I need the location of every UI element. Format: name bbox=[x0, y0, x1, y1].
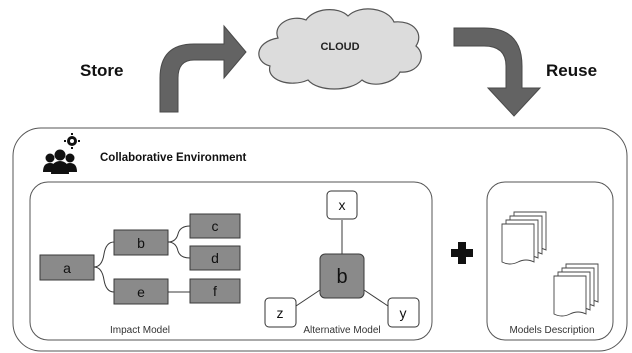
documents-icon bbox=[501, 211, 547, 265]
svg-text:x: x bbox=[339, 197, 346, 213]
alternative-model-edges bbox=[295, 220, 389, 307]
svg-text:d: d bbox=[211, 250, 219, 266]
svg-text:e: e bbox=[137, 284, 145, 300]
alternative-node-b-center: b bbox=[319, 253, 365, 299]
store-label: Store bbox=[80, 61, 123, 80]
impact-model-edges bbox=[93, 225, 191, 293]
store-arrow-icon bbox=[159, 24, 247, 113]
alternative-node-z: z bbox=[264, 297, 297, 328]
svg-text:f: f bbox=[213, 283, 217, 299]
svg-text:c: c bbox=[212, 218, 219, 234]
svg-text:z: z bbox=[277, 305, 284, 321]
impact-node-d: d bbox=[189, 245, 241, 271]
svg-text:y: y bbox=[400, 305, 407, 321]
impact-node-a: a bbox=[39, 254, 95, 281]
alternative-model-caption: Alternative Model bbox=[303, 325, 380, 336]
impact-model-caption: Impact Model bbox=[110, 325, 170, 336]
reuse-label: Reuse bbox=[546, 61, 597, 80]
users-gear-icon bbox=[43, 133, 80, 174]
impact-node-c: c bbox=[189, 213, 241, 239]
impact-node-b: b bbox=[113, 229, 169, 256]
models-description-caption: Models Description bbox=[509, 325, 594, 336]
svg-text:b: b bbox=[336, 266, 347, 288]
plus-icon bbox=[451, 242, 473, 264]
alternative-node-y: y bbox=[387, 297, 420, 328]
reuse-arrow-icon bbox=[453, 27, 542, 117]
impact-node-e: e bbox=[113, 278, 169, 305]
cloud-icon bbox=[258, 8, 422, 90]
documents-icon-secondary bbox=[553, 263, 599, 317]
environment-title: Collaborative Environment bbox=[100, 152, 247, 164]
alternative-node-x: x bbox=[326, 190, 358, 220]
svg-text:b: b bbox=[137, 235, 145, 251]
svg-text:a: a bbox=[63, 260, 71, 276]
cloud-label: CLOUD bbox=[320, 41, 359, 53]
impact-node-f: f bbox=[189, 278, 241, 304]
